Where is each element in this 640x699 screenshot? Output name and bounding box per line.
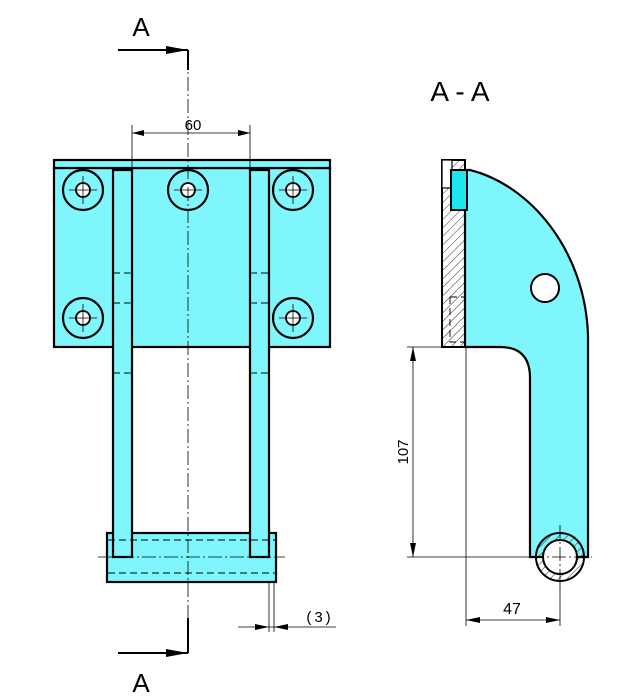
dim-107-label: 107 [395,439,412,464]
tube-section [530,525,592,590]
right-arm [248,168,271,559]
bottom-tube [105,531,278,584]
plate-top-strip [52,158,332,170]
dimension-60: 60 [131,117,251,170]
hidden-lines [108,272,275,574]
section-letter-top: A [132,12,150,42]
dim-gap-label: (3) [306,609,333,626]
hole-bottom-left [61,296,105,340]
bracket-profile [463,168,590,559]
section-marker-bottom: A [118,618,189,698]
left-arm [111,168,134,559]
section-letter-bottom: A [132,668,150,698]
dim-60-label: 60 [185,117,202,134]
bracket-hole [530,273,560,303]
hidden-hole-outline [449,296,465,343]
section-marker-top: A [118,12,189,70]
section-view: A - A 107 47 [395,76,592,626]
dimension-107: 107 [395,346,535,558]
mounting-holes [61,168,315,340]
dimension-47: 47 [465,347,561,626]
dimension-gap: (3) [238,582,336,632]
section-title: A - A [430,76,489,107]
front-view: 60 (3) A A [52,12,336,698]
weld-block [450,169,468,211]
dim-47-label: 47 [503,601,521,618]
